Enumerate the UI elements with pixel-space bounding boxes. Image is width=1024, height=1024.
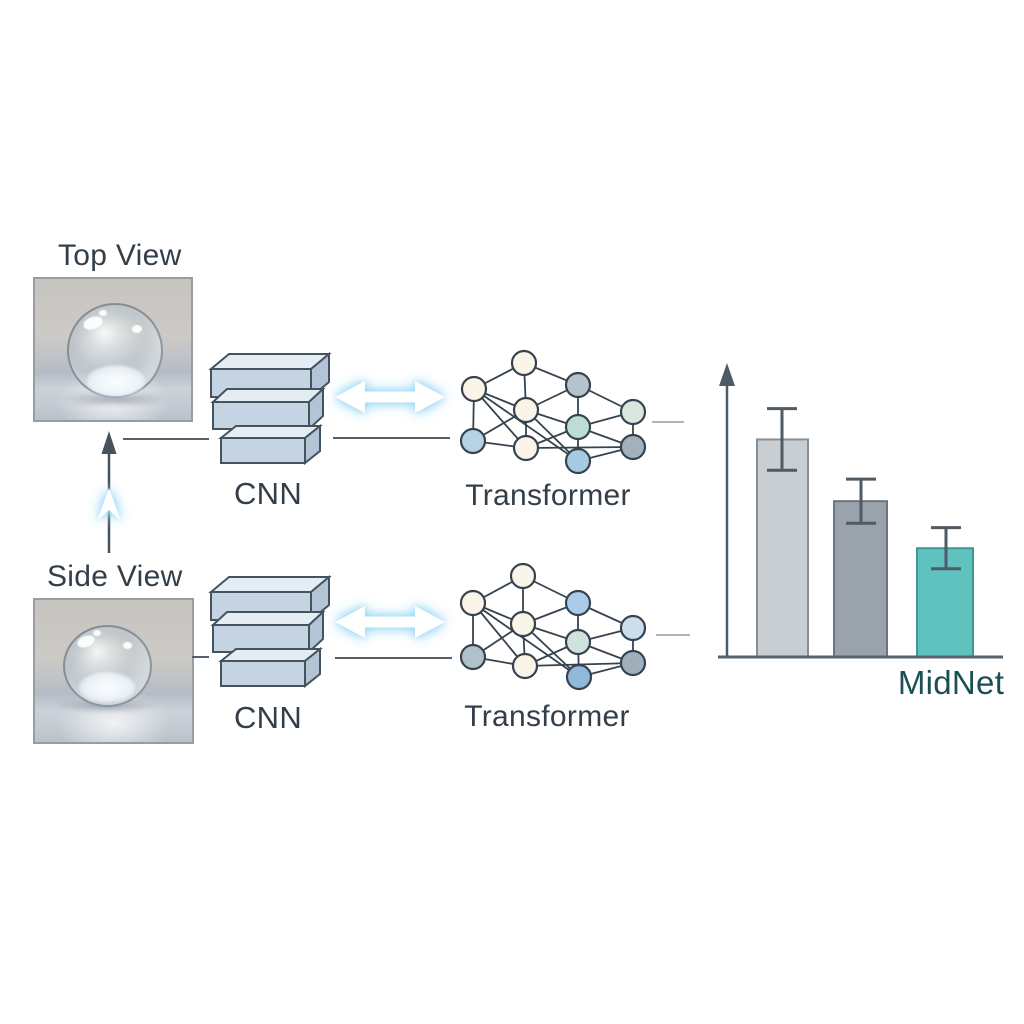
network-node xyxy=(510,349,538,377)
droplet-refraction-pool xyxy=(79,672,135,702)
network-node xyxy=(564,628,592,656)
y-axis-arrowhead-icon xyxy=(719,363,735,386)
top-view-photo xyxy=(33,277,193,422)
network-node xyxy=(619,398,647,426)
side-view-label: Side View xyxy=(47,560,183,593)
network-edge xyxy=(525,446,634,449)
network-node xyxy=(459,427,487,455)
cnn-stack-bottom xyxy=(210,576,330,687)
network-node xyxy=(619,433,647,461)
network-node xyxy=(564,447,592,475)
transformer-network-bottom xyxy=(459,562,647,691)
bidirectional-glow-arrow-top-icon xyxy=(335,381,445,413)
droplet-highlight xyxy=(123,642,132,649)
transformer-networks xyxy=(459,349,647,691)
network-node xyxy=(512,396,540,424)
droplet-refraction-pool xyxy=(87,365,145,397)
bar-chart-bars xyxy=(756,407,974,658)
cnn-top-label: CNN xyxy=(233,476,303,511)
network-node xyxy=(509,610,537,638)
droplet-highlight xyxy=(93,630,101,636)
bar-1 xyxy=(756,438,809,658)
midnet-label: MidNet xyxy=(897,664,1005,701)
network-node xyxy=(619,649,647,677)
cnn-stack-top xyxy=(210,353,330,464)
network-node xyxy=(511,652,539,680)
network-node xyxy=(564,413,592,441)
network-node xyxy=(619,614,647,642)
network-edge xyxy=(473,388,527,449)
transformer-top-label: Transformer xyxy=(465,479,631,512)
cnn-bottom-label: CNN xyxy=(233,700,303,735)
network-node xyxy=(565,663,593,691)
network-node xyxy=(564,589,592,617)
top-view-label: Top View xyxy=(58,239,182,272)
bar-2 xyxy=(833,500,888,658)
side-view-photo xyxy=(33,598,194,744)
bidirectional-glow-arrow-bottom-icon xyxy=(335,606,445,638)
droplet-contact-shadow xyxy=(61,391,169,407)
up-arrow-connector xyxy=(97,431,121,553)
network-node xyxy=(459,643,487,671)
transformer-bottom-label: Transformer xyxy=(464,700,630,733)
network-edge xyxy=(472,602,526,667)
network-node xyxy=(564,371,592,399)
network-node xyxy=(512,434,540,462)
transformer-network-top xyxy=(459,349,647,475)
network-node xyxy=(460,375,488,403)
glow-arrowhead-icon xyxy=(97,488,121,521)
droplet-highlight xyxy=(99,310,107,316)
network-node xyxy=(459,589,487,617)
droplet-highlight xyxy=(132,325,142,333)
bar-chart-axes xyxy=(718,363,1003,659)
network-node xyxy=(509,562,537,590)
